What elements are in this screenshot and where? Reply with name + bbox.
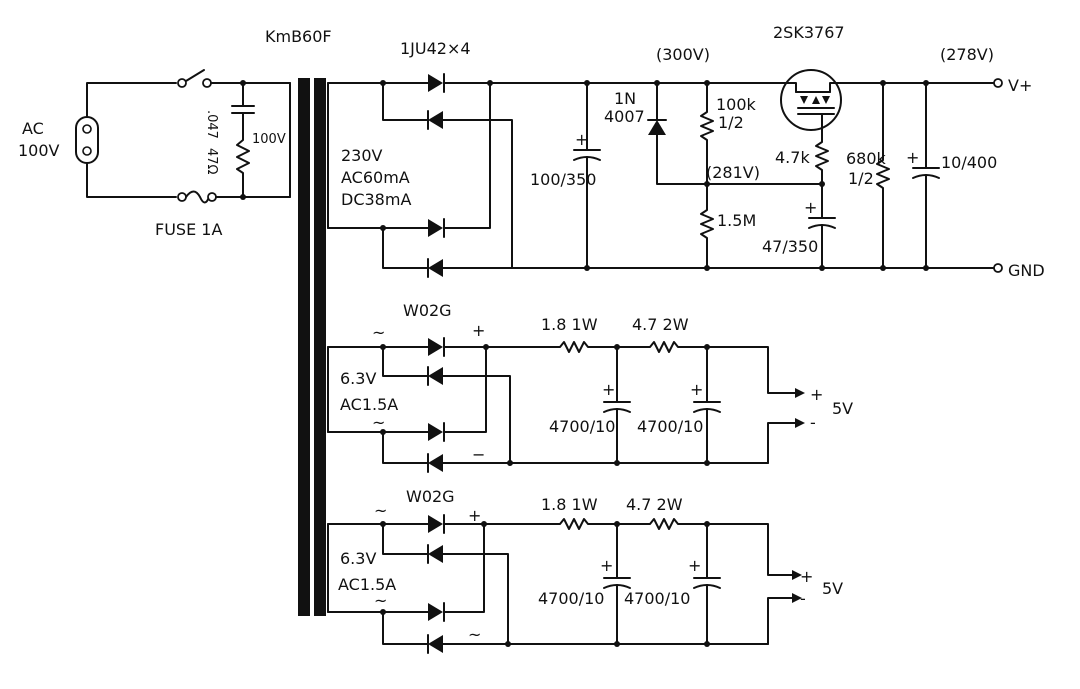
snubber-cap-label: .047 <box>204 110 219 139</box>
v-plus-label: V+ <box>1008 76 1032 95</box>
lv2-winding-current: AC1.5A <box>338 575 396 594</box>
power-switch <box>177 69 212 88</box>
hv-diode-label: 1JU42×4 <box>400 39 471 58</box>
lv1-c1-polarity: + <box>602 380 615 399</box>
hv-r100k-watt-label: 1/2 <box>718 113 744 132</box>
lv1-plus-label: + <box>810 385 823 404</box>
transformer-model-label: KmB60F <box>265 27 332 46</box>
ac-voltage-label: 100V <box>18 141 60 160</box>
hv-cap-out-label: 10/400 <box>941 153 997 172</box>
lv2-bridge-label: W02G <box>406 487 455 506</box>
lv2-ac2-label: ~ <box>374 591 387 610</box>
lv2-output-label: 5V <box>822 579 843 598</box>
hv-cap-main-polarity: + <box>575 130 588 149</box>
lv2-bridge-rectifier <box>380 514 769 654</box>
v-plus-terminal <box>993 78 1003 88</box>
lv1-c1-label: 4700/10 <box>549 417 615 436</box>
hv-output-voltage-label: (278V) <box>940 45 994 64</box>
lv2-plus-label: + <box>800 567 813 586</box>
lv1-ac1-label: ~ <box>372 323 385 342</box>
snubber-voltage-label: 100V <box>252 132 286 147</box>
hv-r680k-label: 680k <box>846 149 887 168</box>
hv-diode-4007-label: 4007 <box>604 107 645 126</box>
hv-cap-main-label: 100/350 <box>530 170 596 189</box>
lv2-minus-label: - <box>800 589 806 608</box>
lv1-winding-current: AC1.5A <box>340 395 398 414</box>
hv-cap-gate-polarity: + <box>804 198 817 217</box>
ac-label: AC <box>22 119 44 138</box>
transformer-core <box>298 78 326 616</box>
lv1-winding-voltage: 6.3V <box>340 369 376 388</box>
lv2-bridge-minus: ~ <box>468 625 481 644</box>
lv1-c2-label: 4700/10 <box>637 417 703 436</box>
lv1-bridge-rectifier <box>380 337 769 473</box>
input-section: AC 100V FUSE 1A .047 47Ω 100V <box>18 69 291 239</box>
lv-supply-2: 6.3V AC1.5A W02G ~ ~ + ~ <box>327 487 843 654</box>
fuse-icon <box>177 190 217 204</box>
hv-winding-current-ac: AC60mA <box>341 168 410 187</box>
hv-voltage-300-label: (300V) <box>656 45 710 64</box>
lv2-c1-polarity: + <box>600 556 613 575</box>
lv1-bridge-minus: − <box>472 445 485 464</box>
lv1-output-label: 5V <box>832 399 853 418</box>
fuse-label: FUSE 1A <box>155 220 222 239</box>
lv1-r1-label: 1.8 1W <box>541 315 598 334</box>
lv1-r2-label: 4.7 2W <box>632 315 689 334</box>
hv-r680k-watt-label: 1/2 <box>848 169 874 188</box>
lv1-ac2-label: ~ <box>372 413 385 432</box>
lv2-r1-label: 1.8 1W <box>541 495 598 514</box>
hv-diode-1n-label: 1N <box>614 89 636 108</box>
hv-supply-section: 230V AC60mA DC38mA <box>327 23 1045 280</box>
lv2-ac1-label: ~ <box>374 501 387 520</box>
hv-winding-voltage: 230V <box>341 146 383 165</box>
gnd-terminal <box>993 263 1003 273</box>
lv2-c2-label: 4700/10 <box>624 589 690 608</box>
hv-r100k-label: 100k <box>716 95 757 114</box>
ac-plug-icon <box>75 116 99 164</box>
lv2-winding-voltage: 6.3V <box>340 549 376 568</box>
lv2-c2-polarity: + <box>688 556 701 575</box>
hv-cap-out-polarity: + <box>906 148 919 167</box>
gnd-label: GND <box>1008 261 1045 280</box>
hv-r1-5m-label: 1.5M <box>717 211 756 230</box>
hv-winding-current-dc: DC38mA <box>341 190 411 209</box>
lv1-c2-polarity: + <box>690 380 703 399</box>
lv1-bridge-label: W02G <box>403 301 452 320</box>
lv2-bridge-plus: + <box>468 506 481 525</box>
mosfet-label: 2SK3767 <box>773 23 845 42</box>
mosfet-icon <box>780 69 842 131</box>
hv-r4-7k-label: 4.7k <box>775 148 810 167</box>
lv1-minus-label: - <box>810 413 816 432</box>
snubber-res-label: 47Ω <box>204 148 219 175</box>
lv1-bridge-plus: + <box>472 321 485 340</box>
lv-supply-1: 6.3V AC1.5A W02G ~ ~ + − <box>327 301 853 473</box>
lv2-r2-label: 4.7 2W <box>626 495 683 514</box>
lv2-c1-label: 4700/10 <box>538 589 604 608</box>
hv-cap-gate-label: 47/350 <box>762 237 818 256</box>
hv-gate-voltage-label: (281V) <box>706 163 760 182</box>
